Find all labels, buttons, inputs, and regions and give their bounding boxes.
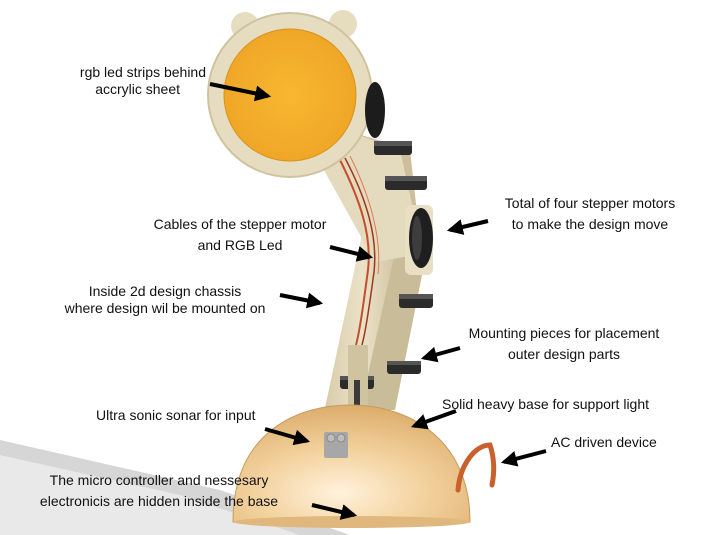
label-cables-line2: and RGB Led (197, 237, 283, 253)
support-block (348, 345, 368, 405)
arrow-cables (329, 245, 374, 262)
sonar-eye-2 (336, 433, 346, 443)
cable-3 (349, 155, 380, 275)
label-micro-line2: electronicis are hidden inside the base (39, 493, 279, 509)
label-cables-line1: Cables of the stepper motor (153, 216, 327, 232)
arrow-rgb-led (209, 82, 272, 102)
arrow-chassis (279, 292, 324, 309)
label-cables: Cables of the stepper motor and RGB Led (140, 216, 340, 254)
label-sonar-line1: Ultra sonic sonar for input (96, 407, 256, 423)
lamp-base (232, 404, 471, 523)
ac-cable (455, 442, 497, 493)
ground-shadow-light (0, 455, 300, 535)
label-stepper-total-line2: to make the design move (511, 216, 669, 232)
arrow-ac (500, 449, 547, 467)
cable-2 (344, 157, 376, 346)
arrow-base (410, 409, 457, 430)
label-base-line1: Solid heavy base for support light (442, 396, 650, 412)
acrylic-disc (223, 28, 357, 162)
motor-peg-3 (399, 294, 433, 308)
label-stepper-total-line1: Total of four stepper motors (504, 195, 676, 211)
label-rgb-led-line2: accrylic sheet (95, 81, 180, 97)
arrow-micro (311, 503, 358, 520)
label-ac-line1: AC driven device (551, 434, 657, 450)
label-micro: The micro controller and nessesary elect… (30, 472, 288, 510)
label-mounting: Mounting pieces for placement outer desi… (458, 325, 670, 363)
label-ac: AC driven device (551, 434, 657, 451)
motor-peg-1 (374, 141, 412, 155)
arrow-sonar (264, 427, 311, 446)
sonar-eye-1 (326, 433, 336, 443)
label-chassis-line2: where design wil be mounted on (64, 300, 266, 316)
label-chassis: Inside 2d design chassis where design wi… (60, 283, 270, 317)
label-mounting-line1: Mounting pieces for placement (468, 325, 660, 341)
label-sonar: Ultra sonic sonar for input (96, 407, 256, 424)
arrow-stepper-motors (446, 219, 489, 235)
label-base: Solid heavy base for support light (442, 396, 649, 413)
label-chassis-line1: Inside 2d design chassis (88, 283, 242, 299)
head-motor (365, 82, 385, 138)
motor-peg-4 (387, 361, 421, 374)
label-micro-line1: The micro controller and nessesary (49, 472, 269, 488)
label-rgb-led: rgb led strips behind accrylic sheet (40, 64, 206, 98)
label-rgb-led-line1: rgb led strips behind (79, 64, 206, 80)
motor-peg-2 (385, 176, 427, 190)
cable-1 (339, 159, 370, 346)
label-mounting-line2: outer design parts (507, 346, 621, 362)
arrow-mounting (420, 346, 461, 363)
label-stepper-total: Total of four stepper motors to make the… (490, 195, 690, 233)
